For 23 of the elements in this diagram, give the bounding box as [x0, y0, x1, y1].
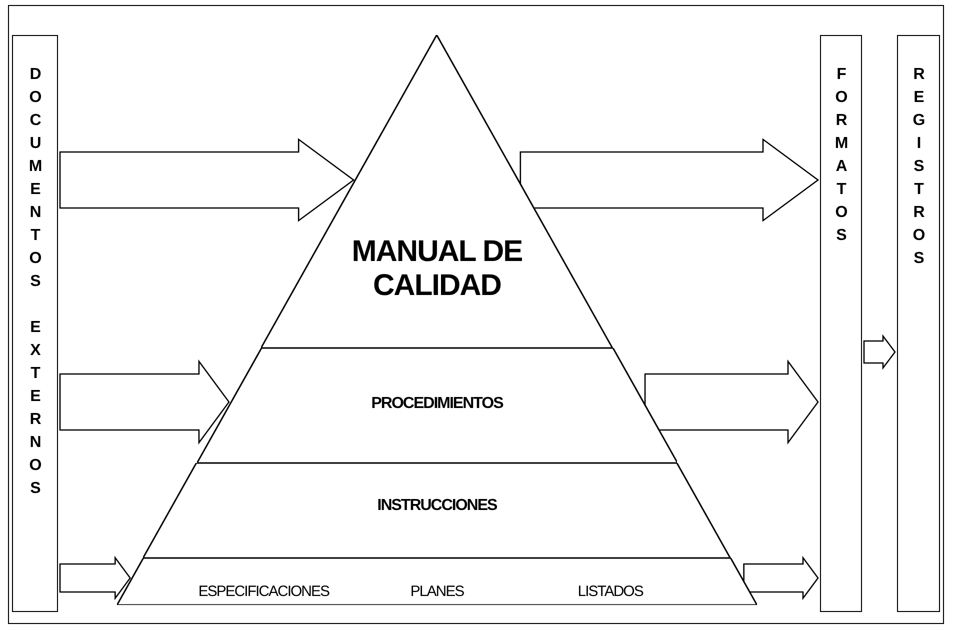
level-label: MANUAL DE CALIDAD	[350, 235, 524, 303]
vertical-label-box	[897, 35, 940, 612]
block-arrow	[59, 359, 230, 445]
block-arrow	[59, 556, 131, 600]
level-label: INSTRUCCIONES	[376, 497, 498, 515]
vertical-label-box	[820, 35, 862, 612]
block-arrow	[520, 138, 820, 222]
pyramid-level	[117, 558, 757, 605]
vertical-label: REGISTROS	[910, 66, 928, 273]
vertical-label: FORMATOS	[832, 66, 850, 250]
block-arrow	[644, 359, 819, 445]
pyramid-level	[143, 463, 731, 558]
level-label: PROCEDIMIENTOS	[370, 395, 504, 413]
pyramid-level	[261, 35, 613, 348]
block-arrow	[59, 138, 355, 222]
level-label: ESPECIFICACIONES	[197, 583, 330, 600]
vertical-label-box	[12, 35, 58, 612]
level-label: LISTADOS	[576, 583, 644, 600]
block-arrow	[863, 334, 896, 370]
block-arrow	[743, 556, 819, 600]
vertical-label: DOCUMENTOS EXTERNOS	[26, 66, 44, 503]
pyramid-level	[196, 348, 678, 463]
level-label: PLANES	[409, 583, 465, 600]
